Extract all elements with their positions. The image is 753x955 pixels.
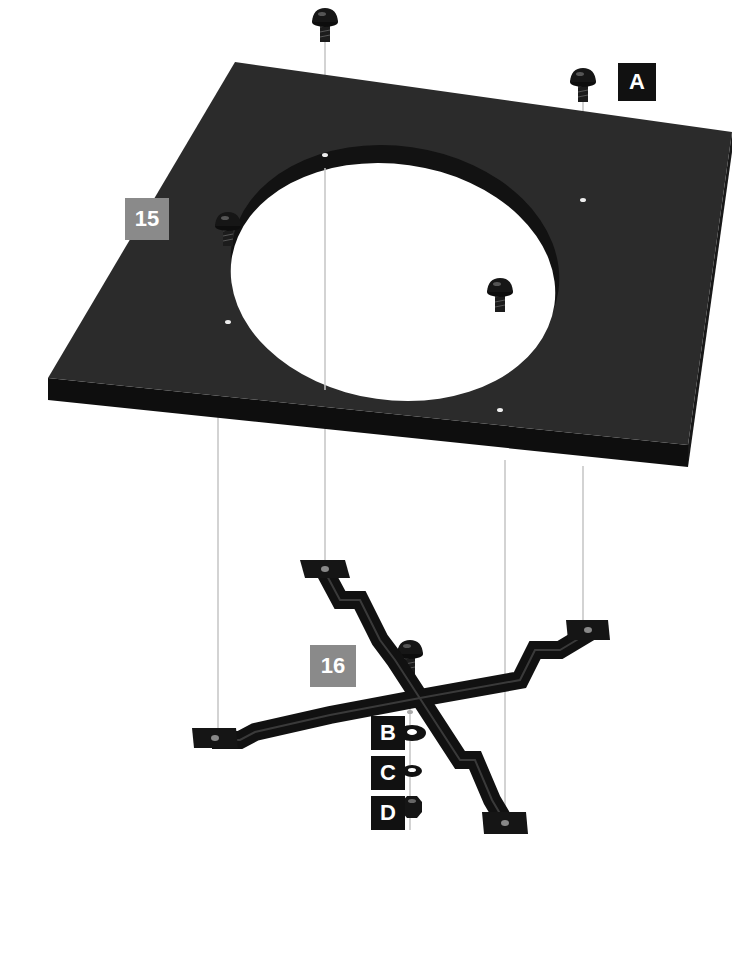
callout-letter: C xyxy=(371,756,405,790)
cross-bracket xyxy=(192,560,610,834)
callout-number: 15 xyxy=(125,198,169,240)
callout-number: 16 xyxy=(310,645,356,687)
callout-letter: B xyxy=(371,716,405,750)
leader-line xyxy=(324,168,326,390)
screws xyxy=(215,8,596,674)
callout-letter: D xyxy=(371,796,405,830)
callout-letter: A xyxy=(618,63,656,101)
mounting-plate xyxy=(48,62,732,467)
